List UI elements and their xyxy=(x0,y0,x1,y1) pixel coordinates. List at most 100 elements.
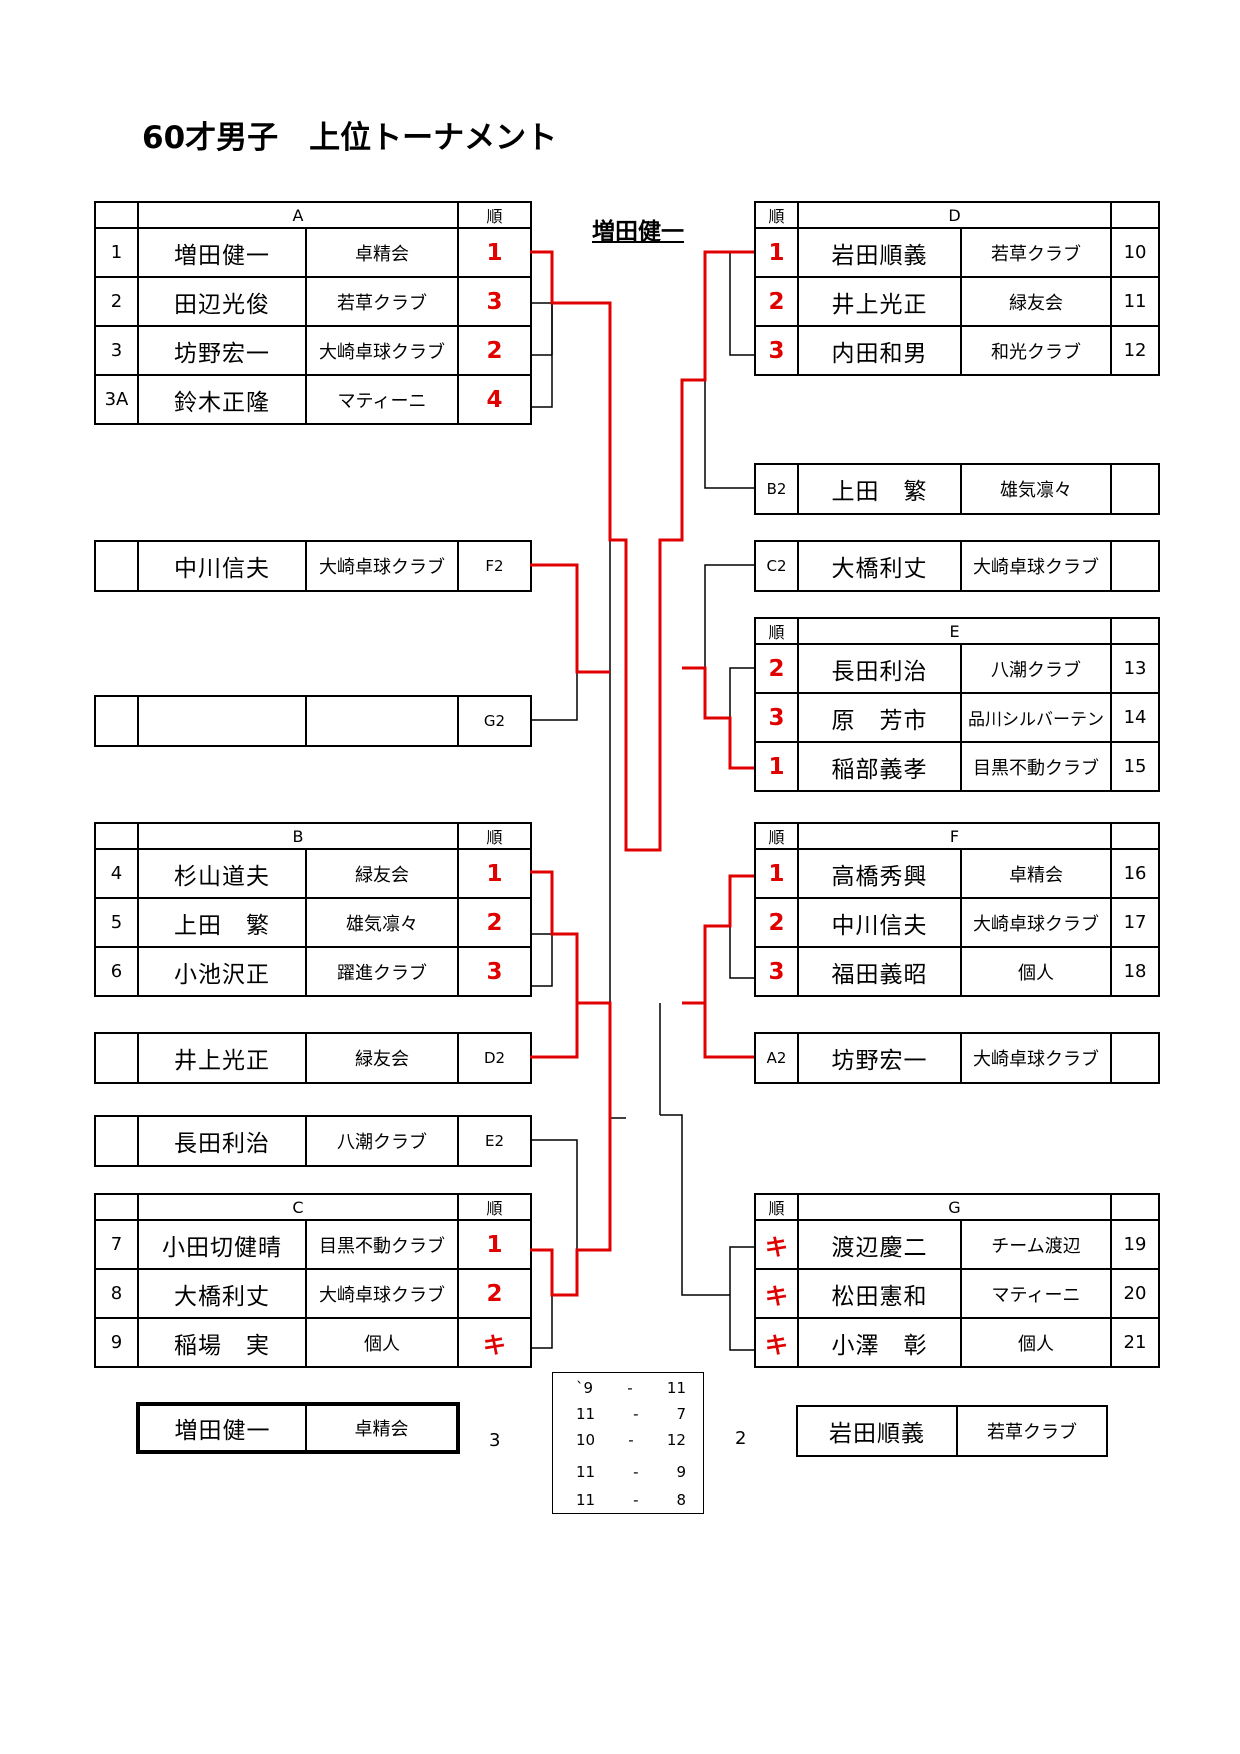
player-club: 卓精会 xyxy=(304,227,460,278)
player-rank: 2 xyxy=(457,325,533,376)
player-name: 渡辺慶二 xyxy=(797,1219,962,1270)
player-rank: キ xyxy=(754,1268,799,1319)
player-rank: 4 xyxy=(457,374,533,425)
player-name: 上田 繁 xyxy=(137,897,307,948)
player-number: 7 xyxy=(94,1219,139,1270)
finalist-club: 若草クラブ xyxy=(956,1405,1108,1457)
rank-header: 順 xyxy=(754,617,799,645)
player-club: マティーニ xyxy=(304,374,460,425)
player-name: 田辺光俊 xyxy=(137,276,307,327)
player-name: 小田切健晴 xyxy=(137,1219,307,1270)
bracket-lines-red xyxy=(530,250,754,1297)
finalist-name: 増田健一 xyxy=(137,1403,307,1453)
game-score-sep: - xyxy=(627,1379,633,1397)
game-score-row: `9-11 xyxy=(576,1379,686,1397)
player-club: 大崎卓球クラブ xyxy=(960,540,1112,592)
player-name: 高橋秀興 xyxy=(797,848,962,899)
player-club: 品川シルバーテン xyxy=(959,692,1113,743)
rank-header: 順 xyxy=(457,822,533,850)
player-name: 長田利治 xyxy=(137,1115,307,1167)
player-number: 2 xyxy=(94,276,139,327)
player-name: 上田 繁 xyxy=(797,463,962,515)
player-name: 福田義昭 xyxy=(797,946,962,997)
player-club: 大崎卓球クラブ xyxy=(959,897,1113,948)
player-club: 雄気凛々 xyxy=(304,897,460,948)
player-name: 坊野宏一 xyxy=(797,1032,962,1084)
game-score-left: 11 xyxy=(576,1491,596,1509)
player-number: 16 xyxy=(1110,848,1161,899)
game-score-left: 11 xyxy=(576,1463,596,1481)
player-rank: 3 xyxy=(754,692,799,743)
game-score-sep: - xyxy=(628,1431,634,1449)
final-left-score: 3 xyxy=(489,1430,501,1451)
player-name xyxy=(137,695,307,747)
rank-header: 順 xyxy=(457,201,533,229)
player-club: マティーニ xyxy=(960,1268,1112,1319)
player-name: 中川信夫 xyxy=(137,540,307,592)
player-number: 6 xyxy=(94,946,139,997)
player-number: 5 xyxy=(94,897,139,948)
group-letter: A xyxy=(136,201,460,229)
game-score-row: 11-7 xyxy=(576,1405,686,1423)
player-club: 緑友会 xyxy=(959,276,1113,327)
player-name: 鈴木正隆 xyxy=(137,374,307,425)
player-name: 杉山道夫 xyxy=(137,848,307,899)
player-name: 小池沢正 xyxy=(137,946,307,997)
player-number: 20 xyxy=(1110,1268,1160,1319)
group-letter: F xyxy=(796,822,1113,850)
game-score-sep: - xyxy=(633,1491,639,1509)
player-name: 井上光正 xyxy=(797,276,962,327)
player-rank: 1 xyxy=(457,227,533,278)
final-right-table: 岩田順義若草クラブ xyxy=(796,1405,1108,1457)
player-rank: 3 xyxy=(754,946,799,997)
player-name: 坊野宏一 xyxy=(137,325,307,376)
rank-header: 順 xyxy=(754,201,799,229)
player-number: 14 xyxy=(1110,692,1161,743)
player-club: 目黒不動クラブ xyxy=(304,1219,460,1270)
champion-name: 増田健一 xyxy=(592,219,684,245)
game-score-row: 10-12 xyxy=(576,1431,686,1449)
player-club: 緑友会 xyxy=(304,848,460,899)
player-number: 3A xyxy=(94,374,139,425)
group-letter: C xyxy=(136,1193,460,1221)
player-name: 小澤 彰 xyxy=(797,1317,962,1368)
game-score-left: 11 xyxy=(576,1405,596,1423)
player-club: 八潮クラブ xyxy=(305,1115,459,1167)
player-rank: 1 xyxy=(754,741,799,792)
group-letter: G xyxy=(797,1193,1112,1221)
game-score-row: 11-8 xyxy=(576,1491,686,1509)
player-number: 11 xyxy=(1110,276,1161,327)
seed-tag: F2 xyxy=(457,540,532,592)
game-score-sep: - xyxy=(633,1463,639,1481)
player-club: 大崎卓球クラブ xyxy=(960,1032,1112,1084)
player-name: 長田利治 xyxy=(797,643,962,694)
player-club: 緑友会 xyxy=(305,1032,459,1084)
game-score-row: 11-9 xyxy=(576,1463,686,1481)
player-number: 13 xyxy=(1110,643,1161,694)
player-club: 大崎卓球クラブ xyxy=(304,325,460,376)
rank-header: 順 xyxy=(754,822,799,850)
player-rank: キ xyxy=(457,1317,533,1368)
player-name: 大橋利丈 xyxy=(137,1268,307,1319)
player-name: 内田和男 xyxy=(797,325,962,376)
seed-tag: G2 xyxy=(457,695,532,747)
player-club: チーム渡辺 xyxy=(960,1219,1112,1270)
player-club: 八潮クラブ xyxy=(959,643,1113,694)
player-rank: 3 xyxy=(457,946,533,997)
player-rank: キ xyxy=(754,1317,799,1368)
bracket-lines-black xyxy=(530,252,754,1351)
player-club: 卓精会 xyxy=(959,848,1113,899)
group-letter: E xyxy=(796,617,1113,645)
game-score-sep: - xyxy=(633,1405,639,1423)
player-number: 17 xyxy=(1110,897,1161,948)
finalist-club: 卓精会 xyxy=(305,1403,459,1453)
player-club: 和光クラブ xyxy=(959,325,1113,376)
